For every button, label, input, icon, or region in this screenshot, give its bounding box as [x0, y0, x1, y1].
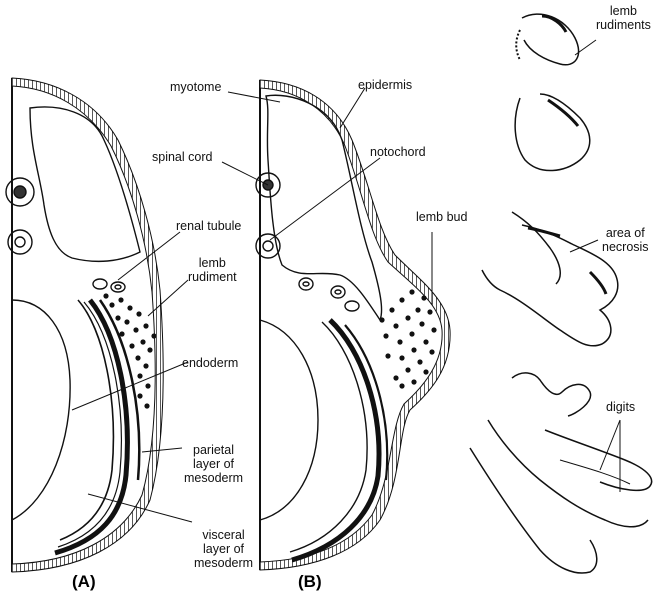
label-lemb-rudiment: lemb rudiment — [188, 256, 237, 284]
panel-label-b: (B) — [298, 572, 322, 592]
label-parietal-line3: mesoderm — [184, 471, 243, 485]
label-necrosis-line2: necrosis — [602, 240, 649, 254]
label-visceral-line1: visceral — [194, 528, 253, 542]
label-parietal-line2: layer of — [184, 457, 243, 471]
label-necrosis-line1: area of — [602, 226, 649, 240]
label-spinal-cord: spinal cord — [152, 150, 212, 164]
panel-a-section — [6, 78, 163, 572]
label-parietal-line1: parietal — [184, 443, 243, 457]
label-renal-tubule: renal tubule — [176, 219, 241, 233]
label-visceral-line3: mesoderm — [194, 556, 253, 570]
label-lemb-rudiment-line1: lemb — [188, 256, 237, 270]
label-digits: digits — [606, 400, 635, 414]
label-lemb-rudiments: lemb rudiments — [596, 4, 651, 32]
label-notochord: notochord — [370, 145, 426, 159]
label-lemb-rudiment-line2: rudiment — [188, 270, 237, 284]
panel-a-epidermis — [12, 78, 163, 572]
label-area-of-necrosis: area of necrosis — [602, 226, 649, 254]
label-parietal-mesoderm: parietal layer of mesoderm — [184, 443, 243, 485]
label-myotome: myotome — [170, 80, 221, 94]
label-visceral-mesoderm: visceral layer of mesoderm — [194, 528, 253, 570]
label-lemb-rudiments-line2: rudiments — [596, 18, 651, 32]
label-lemb-rudiments-line1: lemb — [596, 4, 651, 18]
panel-label-a: (A) — [72, 572, 96, 592]
label-endoderm: endoderm — [182, 356, 238, 370]
label-visceral-line2: layer of — [194, 542, 253, 556]
label-epidermis: epidermis — [358, 78, 412, 92]
limb-development-stages — [470, 14, 652, 573]
label-lemb-bud: lemb bud — [416, 210, 467, 224]
